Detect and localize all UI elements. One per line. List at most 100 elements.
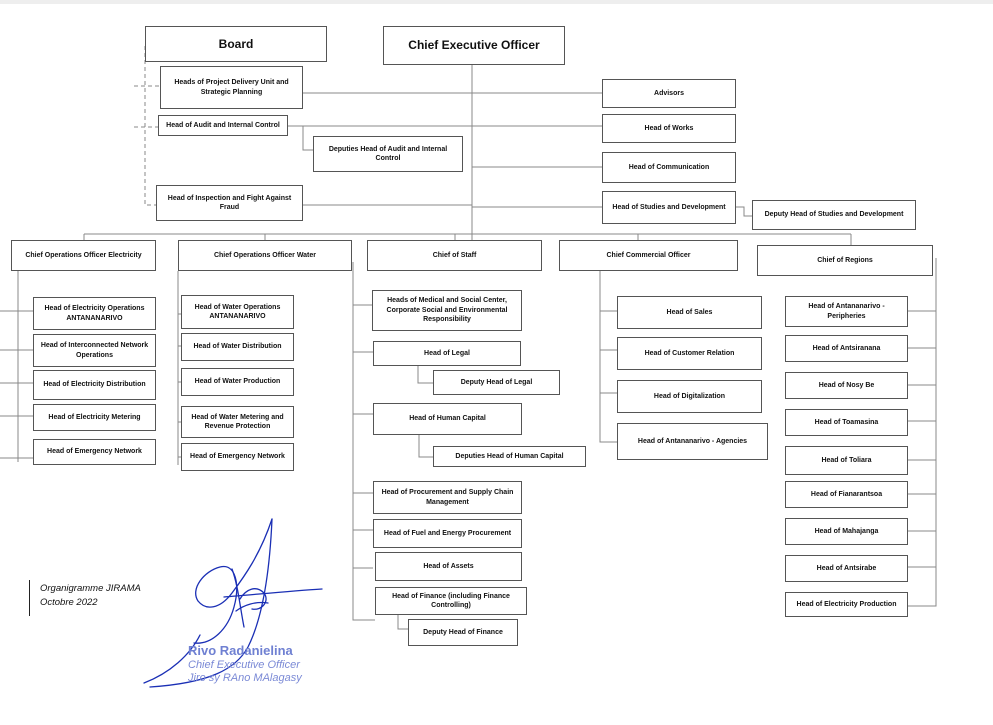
elec-item: Head of Electricity Distribution xyxy=(33,370,156,400)
staff-item-label: Deputy Head of Finance xyxy=(423,628,503,636)
board-label: Board xyxy=(218,36,254,51)
commercial-item: Head of Antananarivo - Agencies xyxy=(617,423,768,460)
staff-item-label: Head of Legal xyxy=(424,349,470,357)
water-item: Head of Water Operations ANTANANARIVO xyxy=(181,295,294,329)
footnote-line1: Organigramme JIRAMA xyxy=(40,583,141,594)
region-item-label: Head of Antsirabe xyxy=(816,564,877,572)
region-item-label: Head of Antsiranana xyxy=(812,344,881,352)
advisors-label: Advisors xyxy=(654,89,684,97)
stamp: Rivo Radanielina Chief Executive Officer… xyxy=(188,643,302,684)
region-item-label: Head of Electricity Production xyxy=(796,600,897,608)
commercial-item-label: Head of Sales xyxy=(666,308,713,316)
staff-item-label: Head of Human Capital xyxy=(409,415,486,423)
commercial-item: Head of Digitalization xyxy=(617,380,762,413)
stamp-company: Jiro sy RAno MAlagasy xyxy=(188,671,302,684)
studies-deputy-box: Deputy Head of Studies and Development xyxy=(752,200,916,230)
signature xyxy=(143,518,323,688)
chief-of-regions-label: Chief of Regions xyxy=(817,256,873,264)
audit-box: Head of Audit and Internal Control xyxy=(158,115,288,136)
staff-item: Deputy Head of Finance xyxy=(408,619,518,646)
studies-label: Head of Studies and Development xyxy=(612,203,726,211)
region-item-label: Head of Nosy Be xyxy=(818,381,875,389)
communication-label: Head of Communication xyxy=(628,163,710,171)
region-item: Head of Nosy Be xyxy=(785,372,908,399)
staff-item: Head of Finance (including Finance Contr… xyxy=(375,587,527,615)
water-item-label: Head of Emergency Network xyxy=(190,453,285,461)
region-item: Head of Antsirabe xyxy=(785,555,908,582)
region-item-label: Head of Mahajanga xyxy=(814,527,879,535)
ceo-box: Chief Executive Officer xyxy=(383,26,565,65)
staff-item-label: Head of Procurement and Supply Chain Man… xyxy=(381,489,514,506)
staff-item-label: Heads of Medical and Social Center, Corp… xyxy=(386,297,508,324)
chief-of-staff-label: Chief of Staff xyxy=(432,251,477,259)
staff-item: Deputies Head of Human Capital xyxy=(433,446,586,467)
scan-edge xyxy=(0,0,993,4)
elec-item: Head of Interconnected Network Operation… xyxy=(33,334,156,367)
stamp-name: Rivo Radanielina xyxy=(188,643,293,658)
elec-item-label: Head of Electricity Distribution xyxy=(43,381,146,389)
water-item-label: Head of Water Operations ANTANANARIVO xyxy=(194,303,281,320)
region-item: Head of Electricity Production xyxy=(785,592,908,617)
region-item: Head of Fianarantsoa xyxy=(785,481,908,508)
coo-water-label: Chief Operations Officer Water xyxy=(213,251,317,259)
board-box: Board xyxy=(145,26,327,62)
elec-item-label: Head of Interconnected Network Operation… xyxy=(40,342,149,359)
coo-electricity-label: Chief Operations Officer Electricity xyxy=(25,251,142,259)
region-item-label: Head of Antananarivo - Peripheries xyxy=(808,303,885,320)
staff-item: Head of Procurement and Supply Chain Man… xyxy=(373,481,522,514)
staff-item-label: Deputies Head of Human Capital xyxy=(455,452,564,460)
audit-deputies-label: Deputies Head of Audit and Internal Cont… xyxy=(328,145,448,162)
cco-box: Chief Commercial Officer xyxy=(559,240,738,271)
commercial-item-label: Head of Antananarivo - Agencies xyxy=(637,437,748,445)
water-item: Head of Emergency Network xyxy=(181,443,294,471)
staff-item-label: Head of Finance (including Finance Contr… xyxy=(392,592,510,609)
coo-water-box: Chief Operations Officer Water xyxy=(178,240,352,271)
commercial-item-label: Head of Customer Relation xyxy=(644,349,735,357)
region-item-label: Head of Toliara xyxy=(821,456,872,464)
staff-item: Head of Fuel and Energy Procurement xyxy=(373,519,522,548)
works-box: Head of Works xyxy=(602,114,736,143)
staff-item: Head of Human Capital xyxy=(373,403,522,435)
commercial-item-label: Head of Digitalization xyxy=(653,392,726,400)
region-item: Head of Toliara xyxy=(785,446,908,475)
stamp-title: Chief Executive Officer xyxy=(188,658,300,671)
water-item-label: Head of Water Production xyxy=(194,378,281,386)
pdu-box: Heads of Project Delivery Unit and Strat… xyxy=(160,66,303,109)
water-item: Head of Water Distribution xyxy=(181,333,294,361)
water-item: Head of Water Production xyxy=(181,368,294,396)
staff-item: Head of Legal xyxy=(373,341,521,366)
cco-label: Chief Commercial Officer xyxy=(606,251,691,259)
audit-label: Head of Audit and Internal Control xyxy=(166,121,280,129)
pdu-label: Heads of Project Delivery Unit and Strat… xyxy=(174,79,289,96)
footnote-bar xyxy=(29,580,30,616)
audit-deputies-box: Deputies Head of Audit and Internal Cont… xyxy=(313,136,463,172)
footnote-line2: Octobre 2022 xyxy=(40,596,98,608)
ceo-label: Chief Executive Officer xyxy=(408,38,540,53)
chief-of-regions-box: Chief of Regions xyxy=(757,245,933,276)
staff-item-label: Head of Fuel and Energy Procurement xyxy=(383,529,512,537)
staff-item: Heads of Medical and Social Center, Corp… xyxy=(372,290,522,331)
region-item: Head of Mahajanga xyxy=(785,518,908,545)
elec-item: Head of Electricity Operations ANTANANAR… xyxy=(33,297,156,330)
elec-item-label: Head of Electricity Metering xyxy=(48,413,141,421)
chief-of-staff-box: Chief of Staff xyxy=(367,240,542,271)
region-item: Head of Antsiranana xyxy=(785,335,908,362)
coo-electricity-box: Chief Operations Officer Electricity xyxy=(11,240,156,271)
staff-item-label: Head of Assets xyxy=(423,562,474,570)
elec-item-label: Head of Electricity Operations ANTANANAR… xyxy=(44,305,145,322)
region-item-label: Head of Toamasina xyxy=(814,418,879,426)
elec-item: Head of Electricity Metering xyxy=(33,404,156,431)
elec-item: Head of Emergency Network xyxy=(33,439,156,465)
water-item-label: Head of Water Distribution xyxy=(193,343,282,351)
elec-item-label: Head of Emergency Network xyxy=(47,448,142,456)
commercial-item: Head of Sales xyxy=(617,296,762,329)
footnote: Organigramme JIRAMA Octobre 2022 xyxy=(40,582,141,610)
studies-deputy-label: Deputy Head of Studies and Development xyxy=(764,211,904,219)
staff-item: Head of Assets xyxy=(375,552,522,581)
staff-item: Deputy Head of Legal xyxy=(433,370,560,395)
studies-box: Head of Studies and Development xyxy=(602,191,736,224)
water-item-label: Head of Water Metering and Revenue Prote… xyxy=(191,413,284,430)
region-item: Head of Antananarivo - Peripheries xyxy=(785,296,908,327)
communication-box: Head of Communication xyxy=(602,152,736,183)
